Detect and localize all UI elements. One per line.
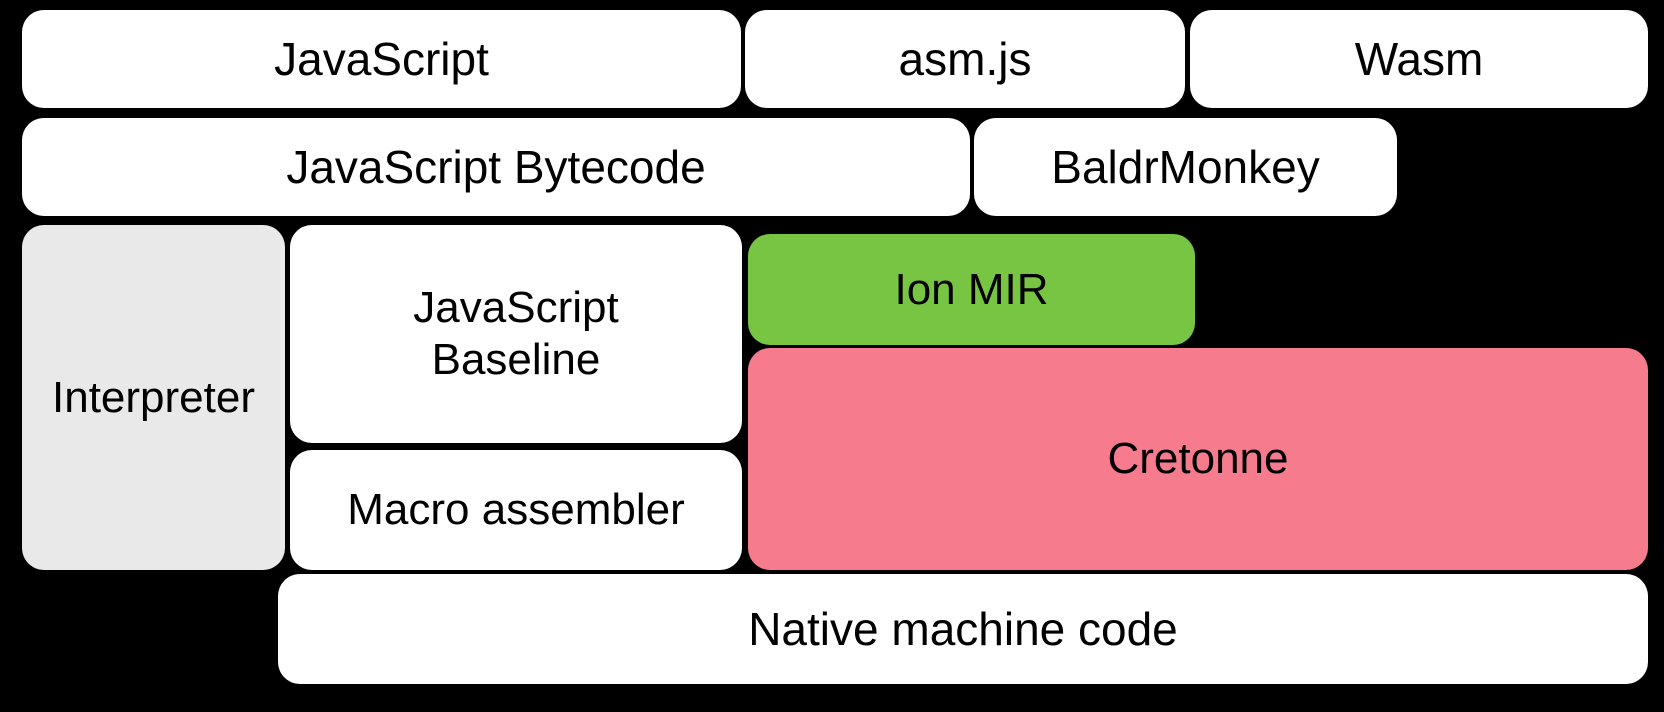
node-javascript-baseline: JavaScript Baseline xyxy=(290,225,742,443)
node-macro-assembler: Macro assembler xyxy=(290,450,742,570)
node-wasm: Wasm xyxy=(1190,10,1648,108)
node-javascript-bytecode: JavaScript Bytecode xyxy=(22,118,970,216)
node-interpreter: Interpreter xyxy=(22,225,285,570)
node-native-machine-code: Native machine code xyxy=(278,574,1648,684)
node-javascript: JavaScript xyxy=(22,10,741,108)
node-ion-mir: Ion MIR xyxy=(748,234,1195,345)
node-baldrmonkey: BaldrMonkey xyxy=(974,118,1397,216)
node-asmjs: asm.js xyxy=(745,10,1185,108)
node-cretonne: Cretonne xyxy=(748,348,1648,570)
